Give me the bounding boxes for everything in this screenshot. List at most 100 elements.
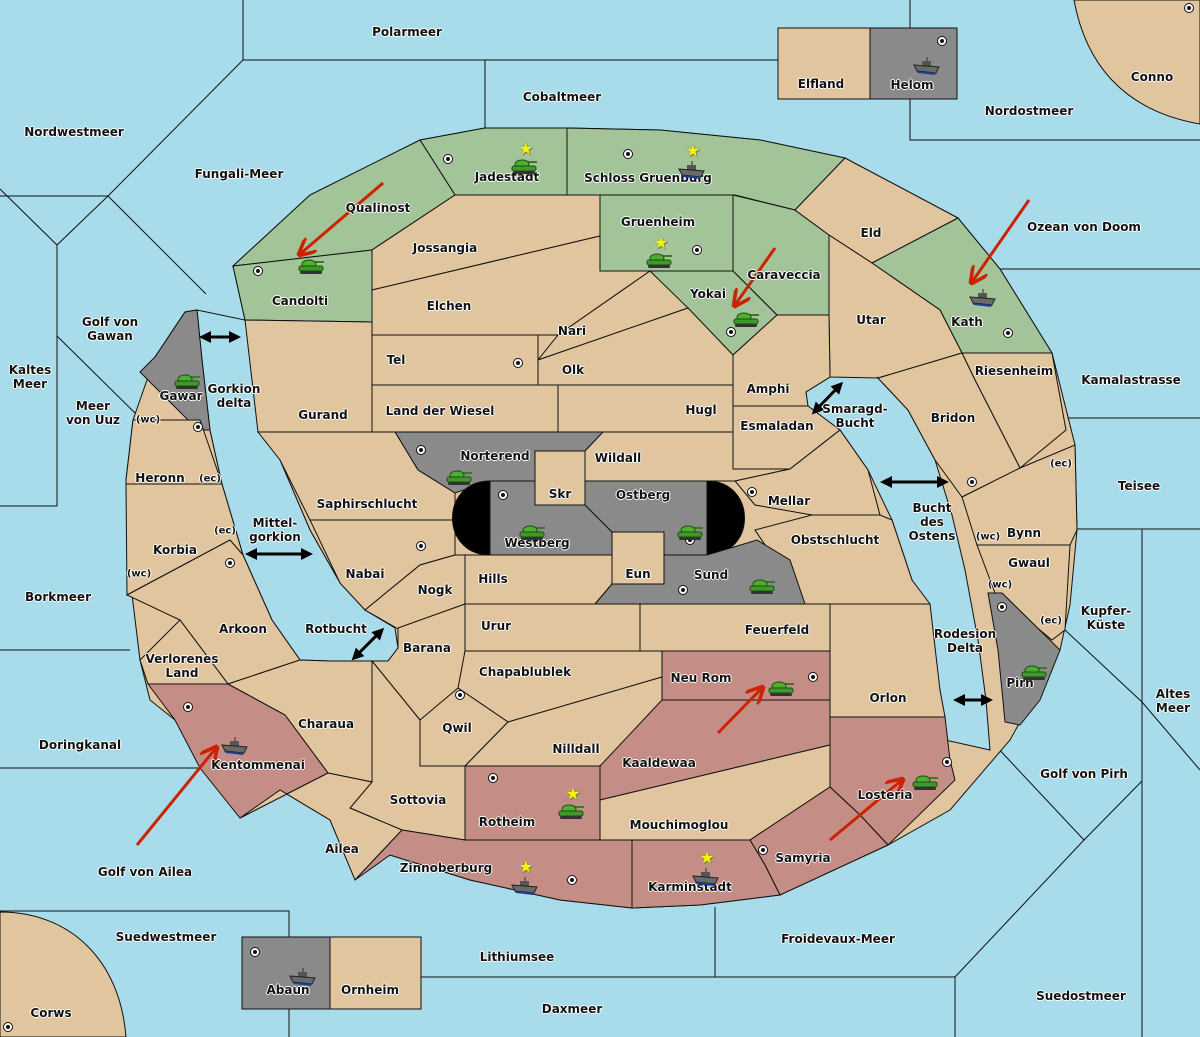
land-region-label[interactable]: Abaun	[266, 983, 310, 997]
land-region-label[interactable]: Zinnoberburg	[399, 861, 493, 875]
land-region-label[interactable]: Feuerfeld	[744, 623, 810, 637]
land-region-label[interactable]: Hugl	[685, 403, 717, 417]
region-conno[interactable]	[1073, 0, 1200, 125]
region-orlon[interactable]	[829, 603, 946, 718]
land-region-label[interactable]: Rotheim	[478, 815, 536, 829]
sea-region-label[interactable]: Ozean von Doom	[1027, 220, 1141, 234]
land-region-label[interactable]: Nabai	[345, 567, 385, 581]
land-region-label[interactable]: Saphirschlucht	[316, 497, 418, 511]
land-region-label[interactable]: Bynn	[1006, 526, 1042, 540]
region-ornheim[interactable]	[329, 936, 422, 1010]
land-region-label[interactable]: Heronn	[135, 471, 185, 485]
land-region-label[interactable]: Norterend	[460, 449, 530, 463]
land-region-label[interactable]: Nogk	[417, 583, 453, 597]
land-region-label[interactable]: Nilldall	[552, 742, 600, 756]
sea-region-label[interactable]: Fungali-Meer	[194, 167, 284, 181]
land-region-label[interactable]: Chapablublek	[478, 665, 572, 679]
land-region-label[interactable]: Qwil	[442, 721, 472, 735]
sea-region-label[interactable]: Kupfer- Küste	[1080, 604, 1132, 632]
sea-region-label[interactable]: Borkmeer	[25, 590, 91, 604]
land-region-label[interactable]: Wildall	[594, 451, 642, 465]
land-region-label[interactable]: Elfland	[797, 77, 845, 91]
sea-region-label[interactable]: Mittel- gorkion	[249, 516, 301, 544]
land-region-label[interactable]: Bridon	[930, 411, 976, 425]
sea-region-label[interactable]: Nordostmeer	[984, 104, 1074, 118]
land-region-label[interactable]: Barana	[403, 641, 451, 655]
sea-region-label[interactable]: Suedostmeer	[1036, 989, 1126, 1003]
land-region-label[interactable]: Sund	[693, 568, 729, 582]
sea-region-label[interactable]: Teisee	[1117, 479, 1161, 493]
land-region-label[interactable]: Helom	[890, 78, 934, 92]
land-region-label[interactable]: Ornheim	[341, 983, 399, 997]
region-pirh[interactable]	[987, 592, 1061, 726]
land-region-label[interactable]: Mouchimoglou	[629, 818, 729, 832]
land-region-label[interactable]: Corws	[30, 1006, 72, 1020]
sea-region-label[interactable]: Meer von Uuz	[65, 399, 121, 427]
land-region-label[interactable]: Kentommenai	[211, 758, 305, 772]
sea-region-label[interactable]: Rotbucht	[305, 622, 367, 636]
land-region-label[interactable]: Arkoon	[219, 622, 267, 636]
land-region-label[interactable]: Gurand	[298, 408, 348, 422]
land-region-label[interactable]: Gruenheim	[620, 215, 696, 229]
sea-region-label[interactable]: Rodesion Delta	[933, 627, 997, 655]
land-region-label[interactable]: Verlorenes Land	[145, 652, 219, 680]
land-region-label[interactable]: Gawar	[159, 389, 203, 403]
land-region-label[interactable]: Utar	[856, 313, 886, 327]
land-region-label[interactable]: Urur	[480, 619, 512, 633]
land-region-label[interactable]: Obstschlucht	[790, 533, 880, 547]
land-region-label[interactable]: Eun	[625, 567, 651, 581]
land-region-label[interactable]: Olk	[561, 363, 585, 377]
sea-region-label[interactable]: Nordwestmeer	[24, 125, 124, 139]
land-region-label[interactable]: Westberg	[504, 536, 570, 550]
land-region-label[interactable]: Yokai	[689, 287, 727, 301]
sea-region-label[interactable]: Kamalastrasse	[1081, 373, 1181, 387]
region-ostberg[interactable]	[584, 480, 708, 556]
land-region-label[interactable]: Eld	[860, 226, 882, 240]
land-region-label[interactable]: Orlon	[869, 691, 907, 705]
region-elfland[interactable]	[777, 27, 871, 100]
land-region-label[interactable]: Tel	[386, 353, 406, 367]
region-mellar[interactable]	[734, 429, 881, 516]
land-region-label[interactable]: Mellar	[767, 494, 811, 508]
land-region-label[interactable]: Candolti	[271, 294, 329, 308]
sea-region-label[interactable]: Golf von Gawan	[81, 315, 139, 343]
land-region-label[interactable]: Neu Rom	[670, 671, 732, 685]
land-region-label[interactable]: Esmaladan	[740, 419, 814, 433]
land-region-label[interactable]: Amphi	[746, 382, 790, 396]
region-gawar[interactable]	[139, 309, 211, 431]
land-region-label[interactable]: Ostberg	[615, 488, 671, 502]
sea-region-label[interactable]: Froidevaux-Meer	[781, 932, 895, 946]
sea-region-label[interactable]: Polarmeer	[372, 25, 442, 39]
land-region-label[interactable]: Gwaul	[1008, 556, 1050, 570]
land-region-label[interactable]: Ailea	[325, 842, 359, 856]
sea-region-label[interactable]: Suedwestmeer	[115, 930, 217, 944]
sea-region-label[interactable]: Cobaltmeer	[522, 90, 602, 104]
land-region-label[interactable]: Riesenheim	[974, 364, 1054, 378]
sea-region-label[interactable]: Doringkanal	[38, 738, 122, 752]
land-region-label[interactable]: Kaaldewaa	[622, 756, 696, 770]
sea-region-label[interactable]: Altes Meer	[1155, 687, 1191, 715]
land-region-label[interactable]: Nari	[557, 324, 587, 338]
sea-region-label[interactable]: Daxmeer	[541, 1002, 603, 1016]
land-region-label[interactable]: Korbia	[152, 543, 198, 557]
land-region-label[interactable]: Skr	[548, 487, 572, 501]
land-region-label[interactable]: Sottovia	[389, 793, 447, 807]
land-region-label[interactable]: Qualinost	[345, 201, 411, 215]
land-region-label[interactable]: Land der Wiesel	[385, 404, 495, 418]
region-gwaul[interactable]	[976, 544, 1071, 641]
sea-region-label[interactable]: Golf von Ailea	[97, 865, 193, 879]
land-region-label[interactable]: Kath	[951, 315, 983, 329]
sea-region-label[interactable]: Lithiumsee	[479, 950, 555, 964]
land-region-label[interactable]: Samyria	[775, 851, 831, 865]
sea-region-label[interactable]: Kaltes Meer	[8, 363, 52, 391]
land-region-label[interactable]: Hills	[478, 572, 508, 586]
land-region-label[interactable]: Elchen	[426, 299, 472, 313]
land-region-label[interactable]: Jossangia	[412, 241, 478, 255]
region-corws[interactable]	[0, 911, 127, 1037]
sea-region-label[interactable]: Smaragd- Bucht	[822, 402, 888, 430]
land-region-label[interactable]: Charaua	[297, 717, 355, 731]
land-region-label[interactable]: Losteria	[857, 788, 913, 802]
sea-region-label[interactable]: Gorkion delta	[207, 382, 261, 410]
